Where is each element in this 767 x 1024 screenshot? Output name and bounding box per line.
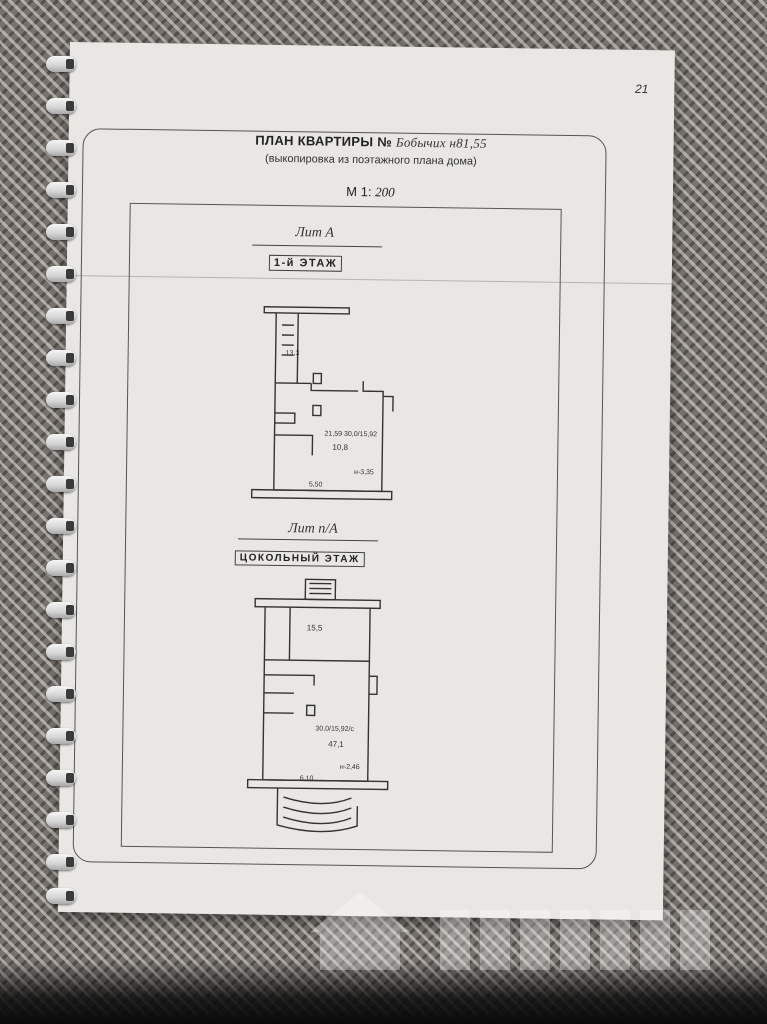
scale-handwritten: 200 xyxy=(375,184,395,200)
floor1-area-corridor: 13,3 xyxy=(285,350,300,358)
binding-ring xyxy=(46,140,76,156)
floor1-height: н-3,35 xyxy=(353,469,374,477)
binding-ring xyxy=(46,518,76,534)
title-prefix: ПЛАН КВАРТИРЫ № xyxy=(255,132,393,150)
floor1-lit-label: Лит А xyxy=(295,225,335,241)
binding-ring xyxy=(46,728,76,744)
floor2-dims: 30,0/15,92/с xyxy=(315,725,355,734)
binding-ring xyxy=(46,888,76,904)
binding-ring xyxy=(46,350,76,366)
binding-ring xyxy=(46,98,76,114)
binding-ring xyxy=(46,770,76,786)
floor2-area-main: 47,1 xyxy=(328,739,344,749)
binding-ring xyxy=(46,434,76,450)
binding-ring xyxy=(46,812,76,828)
floor1-area-main: 10,8 xyxy=(332,442,349,452)
binding-ring xyxy=(46,224,76,240)
spiral-binding xyxy=(40,48,84,908)
binding-ring xyxy=(46,266,76,282)
binding-ring xyxy=(46,560,76,576)
page-number: 21 xyxy=(634,81,649,97)
binding-ring xyxy=(46,308,76,324)
floor2-stamp: ЦОКОЛЬНЫЙ ЭТАЖ xyxy=(234,550,365,568)
background-shadow xyxy=(0,960,767,1024)
floor2-area-room: 15,5 xyxy=(306,623,323,633)
floor1-dims: 21,59 30,0/15,92 xyxy=(324,430,378,439)
watermark-logo xyxy=(310,892,710,970)
floor1-plan xyxy=(250,306,394,501)
floor1-stamp: 1-й ЭТАЖ xyxy=(268,254,343,272)
floor2-plan xyxy=(246,578,389,833)
binding-ring xyxy=(46,476,76,492)
binding-ring xyxy=(46,854,76,870)
title-handwritten: Бобычих н81,55 xyxy=(395,134,488,151)
binding-ring xyxy=(46,602,76,618)
binding-ring xyxy=(46,56,76,72)
binding-ring xyxy=(46,182,76,198)
floor2-lit-label: Лит п/А xyxy=(288,521,338,537)
floor2-height: н-2,46 xyxy=(339,763,360,772)
floor2-width: 6,10 xyxy=(299,775,314,783)
binding-ring xyxy=(46,644,76,660)
document-page: 21 ПЛАН КВАРТИРЫ № Бобычих н81,55 (выкоп… xyxy=(57,42,675,921)
binding-ring xyxy=(46,686,76,702)
binding-ring xyxy=(46,392,76,408)
scale-prefix: М 1: xyxy=(346,183,372,200)
floor1-width: 5,50 xyxy=(308,481,323,489)
